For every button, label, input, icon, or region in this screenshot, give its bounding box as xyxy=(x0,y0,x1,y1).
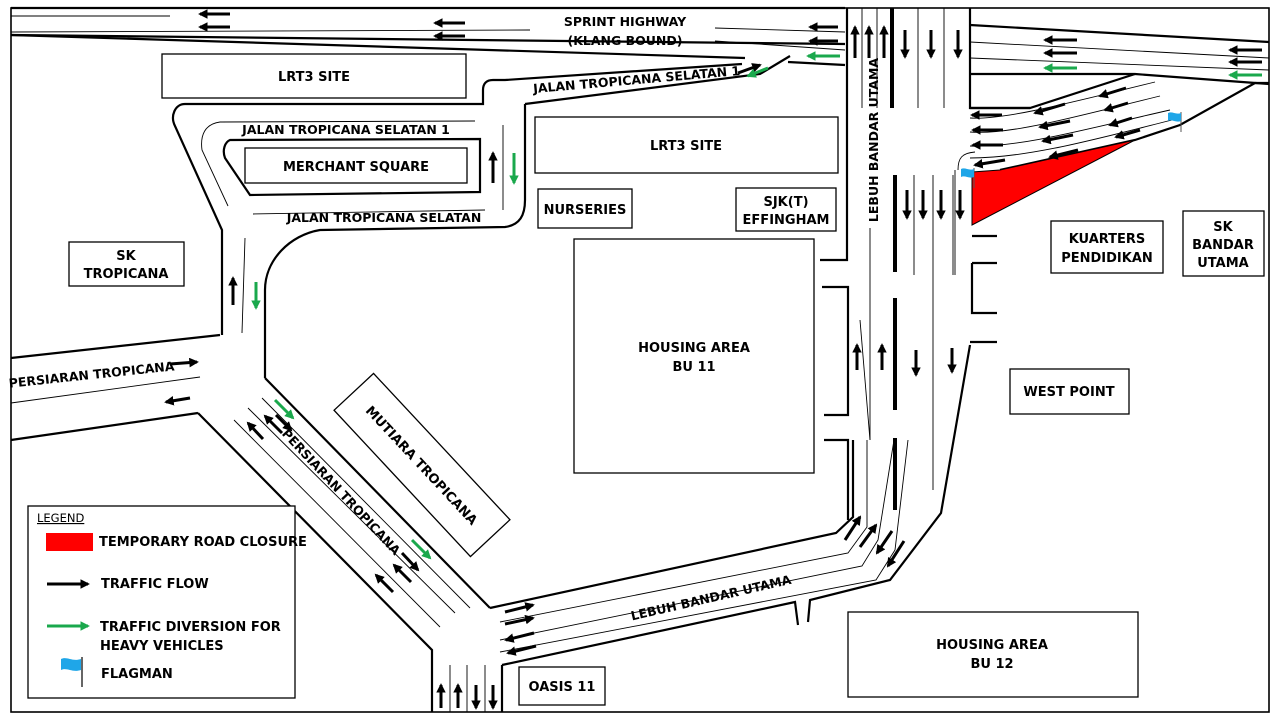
places: LRT3 SITE MERCHANT SQUARE LRT3 SITE NURS… xyxy=(68,53,1265,706)
traffic-flow-arrow xyxy=(504,631,535,643)
place-label: BU 12 xyxy=(970,657,1013,672)
place-label: HOUSING AREA xyxy=(936,638,1048,653)
place-label: WEST POINT xyxy=(1023,385,1114,400)
diversion-arrow xyxy=(746,66,769,78)
traffic-flow-arrow xyxy=(1048,148,1079,160)
legend-label-closure: TEMPORARY ROAD CLOSURE xyxy=(99,535,307,550)
traffic-flow-arrow xyxy=(400,551,420,572)
legend-label-flagman: FLAGMAN xyxy=(101,667,173,682)
road-label-jalan-tropicana-selatan: JALAN TROPICANA SELATAN xyxy=(286,210,482,225)
legend-label-diversion-line1: TRAFFIC DIVERSION FOR xyxy=(100,620,281,635)
place-label: TROPICANA xyxy=(84,267,169,282)
flagmen xyxy=(961,112,1182,188)
place-label: OASIS 11 xyxy=(529,680,596,695)
place-sjkt-effingham: SJK(T) EFFINGHAM xyxy=(735,187,837,232)
traffic-flow-arrow xyxy=(504,614,535,626)
place-label: LRT3 SITE xyxy=(650,139,722,154)
place-label: SJK(T) xyxy=(763,195,808,210)
road-label-sprint-highway-bound: (KLANG BOUND) xyxy=(568,33,683,48)
traffic-flow-arrow xyxy=(274,413,293,432)
place-housing-area-bu11: HOUSING AREA BU 11 xyxy=(573,238,815,474)
traffic-flow-arrow xyxy=(506,644,537,656)
place-nurseries: NURSERIES xyxy=(537,188,633,229)
traffic-flow-arrow xyxy=(392,563,413,584)
traffic-flow-arrow xyxy=(858,523,878,548)
traffic-flow-arrow xyxy=(973,158,1006,169)
traffic-flow-arrow xyxy=(843,515,862,541)
legend-flagman-icon xyxy=(61,657,83,687)
temporary-road-closure-area xyxy=(971,139,1136,226)
legend-closure-swatch xyxy=(46,533,93,551)
place-label: NURSERIES xyxy=(544,203,627,218)
traffic-flow-arrow xyxy=(886,540,906,568)
traffic-flow-arrow xyxy=(1033,102,1066,116)
traffic-flow-arrow xyxy=(164,396,191,406)
place-label: LRT3 SITE xyxy=(278,70,350,85)
traffic-flow-arrow xyxy=(263,414,284,435)
diversion-arrow xyxy=(273,398,295,420)
traffic-flow-arrow xyxy=(246,421,265,441)
place-label: MERCHANT SQUARE xyxy=(283,160,429,175)
traffic-arrows xyxy=(164,9,1262,710)
traffic-flow-arrow xyxy=(875,530,894,555)
place-label: BANDAR xyxy=(1192,238,1254,253)
place-lrt3-site-west: LRT3 SITE xyxy=(161,53,467,99)
place-kuarters-pendidikan: KUARTERS PENDIDIKAN xyxy=(1050,220,1164,274)
road-network xyxy=(10,6,1270,712)
place-sk-bandar-utama: SK BANDAR UTAMA xyxy=(1182,210,1265,277)
diversion-arrow xyxy=(410,538,432,560)
place-label: PENDIDIKAN xyxy=(1061,251,1153,266)
place-sk-tropicana: SK TROPICANA xyxy=(68,241,185,287)
place-housing-area-bu12: HOUSING AREA BU 12 xyxy=(847,611,1139,698)
traffic-flow-arrow xyxy=(1041,133,1074,145)
place-label: KUARTERS xyxy=(1069,232,1146,247)
flagman-icon xyxy=(961,168,975,188)
place-label: SK xyxy=(116,249,136,264)
traffic-flow-arrow xyxy=(374,573,395,594)
legend-label-diversion-line2: HEAVY VEHICLES xyxy=(100,639,224,654)
place-west-point: WEST POINT xyxy=(1009,368,1130,415)
road-label-sprint-highway: SPRINT HIGHWAY xyxy=(564,14,687,29)
place-lrt3-site-east: LRT3 SITE xyxy=(534,116,839,174)
place-label: EFFINGHAM xyxy=(743,213,830,228)
place-label: BU 11 xyxy=(672,360,715,375)
legend: LEGEND TEMPORARY ROAD CLOSURE TRAFFIC FL… xyxy=(27,505,307,699)
traffic-flow-arrow xyxy=(169,357,199,368)
place-label: SK xyxy=(1213,220,1233,235)
legend-label-traffic-flow: TRAFFIC FLOW xyxy=(101,577,209,592)
road-label-jalan-tropicana-selatan-1-loop: JALAN TROPICANA SELATAN 1 xyxy=(241,122,450,137)
place-merchant-square: MERCHANT SQUARE xyxy=(244,147,468,184)
place-oasis-11: OASIS 11 xyxy=(518,666,606,706)
legend-title: LEGEND xyxy=(37,511,84,525)
road-label-lebuh-bandar-utama-vertical: LEBUH BANDAR UTAMA xyxy=(866,58,881,223)
traffic-flow-arrow xyxy=(1098,86,1127,99)
flagman-icon xyxy=(1168,112,1182,132)
traffic-flow-arrow xyxy=(1103,101,1129,113)
traffic-flow-arrow xyxy=(1038,119,1071,131)
traffic-flow-arrow xyxy=(1108,116,1133,128)
traffic-flow-arrow xyxy=(1114,128,1141,140)
place-label: HOUSING AREA xyxy=(638,341,750,356)
traffic-flow-arrow xyxy=(504,602,535,614)
place-label: UTAMA xyxy=(1197,256,1248,271)
